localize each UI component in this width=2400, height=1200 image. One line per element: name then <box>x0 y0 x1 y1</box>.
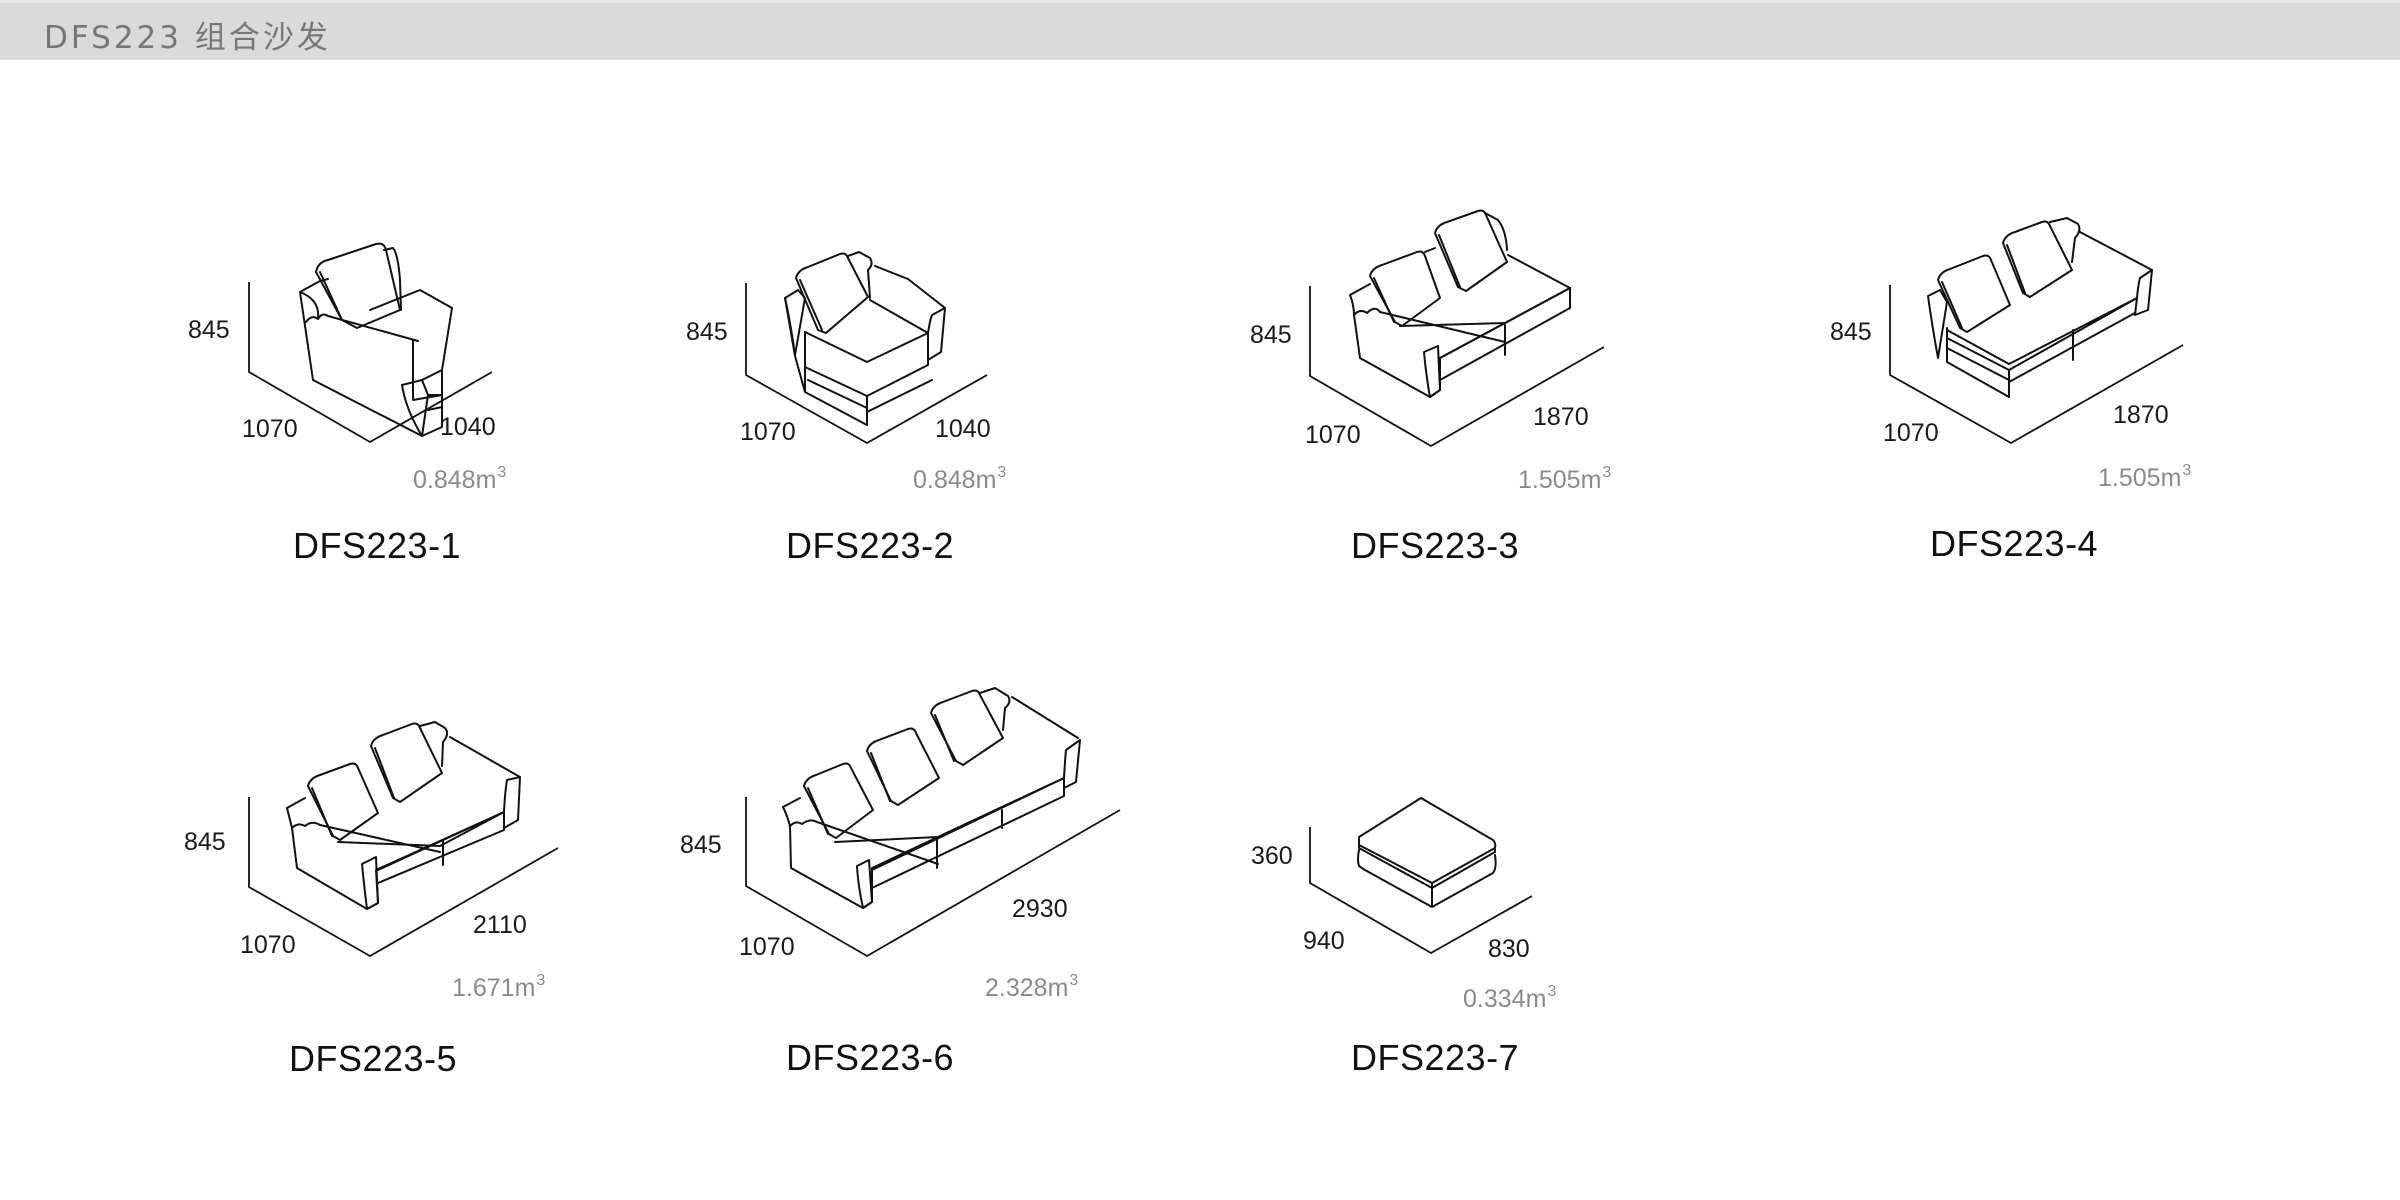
volume-label: 0.848m3 <box>913 464 1007 494</box>
product-code: DFS223-3 <box>1351 525 1520 566</box>
volume-label: 1.671m3 <box>452 972 546 1002</box>
ottoman-drawing-icon <box>1309 797 1533 955</box>
product-item-dfs223-2: 845 1070 1040 0.848m3 DFS223-2 <box>660 220 1060 580</box>
product-item-dfs223-6: 845 1070 2930 2.328m3 DFS223-6 <box>660 670 1140 1090</box>
product-item-dfs223-1: 845 1070 1040 0.848m3 DFS223-1 <box>170 220 570 580</box>
height-label: 845 <box>680 831 722 859</box>
product-item-dfs223-5: 845 1070 2110 1.671m3 DFS223-5 <box>160 700 580 1090</box>
product-code: DFS223-4 <box>1930 523 2099 564</box>
height-label: 845 <box>188 316 230 344</box>
sofa-drawing-icon <box>1889 217 2184 445</box>
volume-label: 1.505m3 <box>1518 464 1612 494</box>
height-label: 845 <box>1250 321 1292 349</box>
volume-label: 1.505m3 <box>2098 462 2192 492</box>
sofa-drawing-icon <box>248 242 493 444</box>
depth-label: 1070 <box>739 933 795 961</box>
width-label: 2110 <box>473 911 527 939</box>
width-label: 1040 <box>935 415 991 443</box>
depth-label: 1070 <box>1883 419 1939 447</box>
height-label: 845 <box>686 318 728 346</box>
width-label: 1870 <box>1533 403 1589 431</box>
height-label: 845 <box>184 828 226 856</box>
width-label: 2930 <box>1012 895 1068 923</box>
volume-label: 2.328m3 <box>985 972 1079 1002</box>
volume-label: 0.334m3 <box>1463 983 1557 1013</box>
product-code: DFS223-1 <box>293 525 462 566</box>
height-label: 360 <box>1251 842 1293 870</box>
product-code: DFS223-2 <box>786 525 955 566</box>
page-title: DFS223 组合沙发 <box>44 20 331 56</box>
depth-label: 1070 <box>242 415 298 443</box>
depth-label: 1070 <box>1305 421 1361 449</box>
product-code: DFS223-5 <box>289 1038 458 1079</box>
width-label: 830 <box>1488 935 1530 963</box>
header-bar: DFS223 组合沙发 <box>0 0 2400 60</box>
width-label: 1870 <box>2113 401 2169 429</box>
depth-label: 1070 <box>240 931 296 959</box>
sofa-drawing-icon <box>248 721 559 958</box>
depth-label: 1070 <box>740 418 796 446</box>
volume-label: 0.848m3 <box>413 464 507 494</box>
product-item-dfs223-7: 360 940 830 0.334m3 DFS223-7 <box>1230 770 1610 1090</box>
product-item-dfs223-4: 845 1070 1870 1.505m3 DFS223-4 <box>1810 190 2230 580</box>
width-label: 1040 <box>440 413 496 441</box>
depth-label: 940 <box>1303 927 1345 955</box>
product-code: DFS223-6 <box>786 1037 955 1078</box>
height-label: 845 <box>1830 318 1872 346</box>
product-item-dfs223-3: 845 1070 1870 1.505m3 DFS223-3 <box>1230 190 1650 580</box>
product-code: DFS223-7 <box>1351 1037 1520 1078</box>
sofa-drawing-icon <box>745 251 988 445</box>
sofa-drawing-icon <box>1309 209 1605 448</box>
sofa-drawing-icon <box>745 687 1121 958</box>
